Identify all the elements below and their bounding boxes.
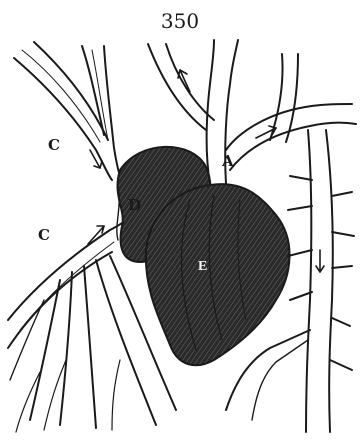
figure-number: 350 xyxy=(161,9,199,33)
flow-arrow-arch xyxy=(256,126,276,138)
heart-ventricles xyxy=(146,184,290,365)
superior-vena-cava xyxy=(14,42,120,180)
label-c-lower: C xyxy=(38,226,50,244)
flow-arrow-upward xyxy=(178,70,190,92)
label-c-upper: C xyxy=(48,136,60,154)
flow-arrow-descending xyxy=(316,250,324,272)
label-d: D xyxy=(128,196,141,214)
label-a: A xyxy=(221,152,234,170)
label-e: E xyxy=(198,259,207,274)
